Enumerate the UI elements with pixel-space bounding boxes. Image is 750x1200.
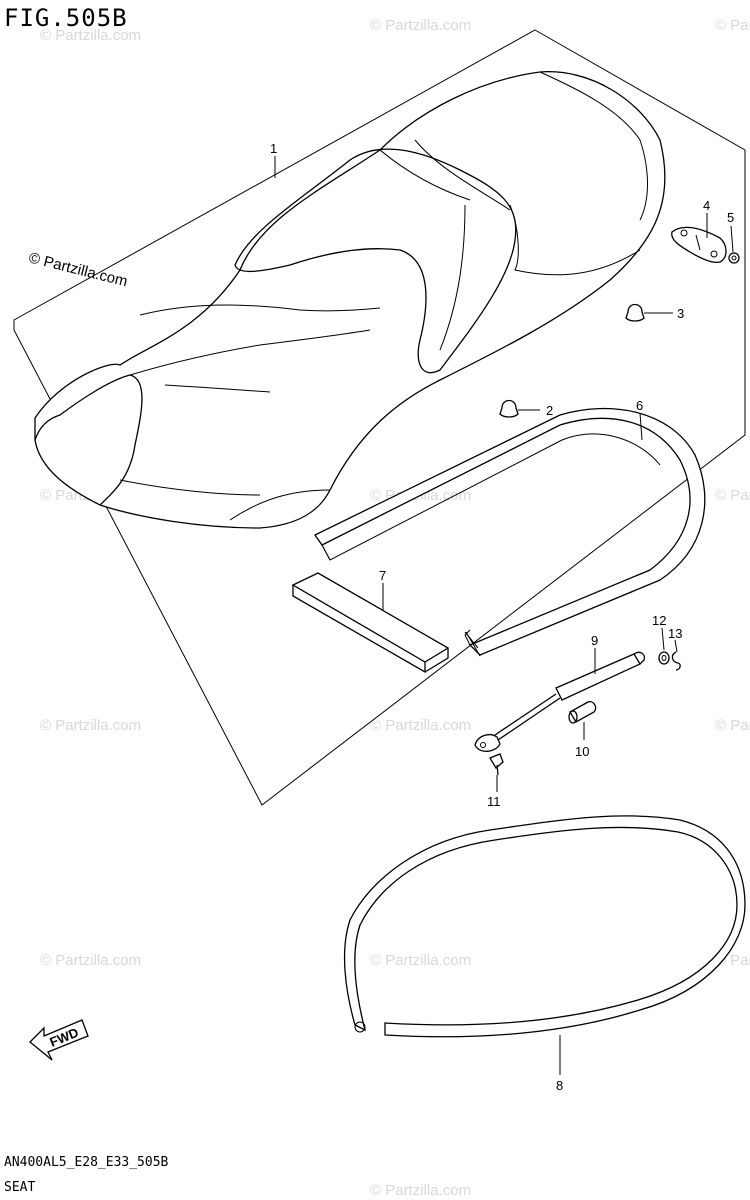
callout-12: 12 xyxy=(652,613,666,628)
callout-9: 9 xyxy=(591,633,598,648)
leader-lines xyxy=(274,156,734,1075)
callout-3: 3 xyxy=(677,306,684,321)
callout-5: 5 xyxy=(727,210,734,225)
nut-part-5 xyxy=(728,252,740,264)
watermark: © Partzilla.com xyxy=(40,27,141,44)
watermark: © Partzilla.com xyxy=(715,717,750,734)
frame-part-6 xyxy=(314,407,706,657)
callout-6: 6 xyxy=(636,398,643,413)
callout-10: 10 xyxy=(575,744,589,759)
callout-2: 2 xyxy=(546,403,553,418)
fwd-direction-arrow: FWD xyxy=(29,1019,89,1061)
watermark: © Partzilla.com xyxy=(715,17,750,34)
bracket-part-4 xyxy=(671,226,727,264)
section-title: SEAT xyxy=(4,1180,36,1195)
watermark: © Partzilla.com xyxy=(370,17,471,34)
watermark: © Partzilla.com xyxy=(370,1182,471,1199)
watermark: © Partzilla.com xyxy=(370,717,471,734)
nut-part-2 xyxy=(499,399,519,418)
callout-11: 11 xyxy=(487,794,501,809)
callout-7: 7 xyxy=(379,568,386,583)
nut-part-3 xyxy=(625,303,645,322)
figure-code: AN400AL5_E28_E33_505B xyxy=(4,1155,169,1170)
watermark: © Partzilla.com xyxy=(715,487,750,504)
callout-8: 8 xyxy=(556,1078,563,1093)
assembly-frame xyxy=(13,29,746,806)
figure-title: FIG.505B xyxy=(4,4,128,32)
watermark: © Partzilla.com xyxy=(40,952,141,969)
callout-labels: 1 2 3 4 5 6 7 8 9 10 11 12 13 xyxy=(270,141,734,1093)
pad-part-7 xyxy=(291,572,450,674)
callout-4: 4 xyxy=(703,198,710,213)
callout-1: 1 xyxy=(270,141,277,156)
seal-part-8 xyxy=(343,815,746,1038)
clip-part-13 xyxy=(671,651,681,671)
damper-part-9 xyxy=(474,651,646,752)
seat-part-1 xyxy=(34,71,666,529)
watermark: © Partzilla.com xyxy=(40,717,141,734)
watermark: © Partzilla.com xyxy=(370,952,471,969)
washer-part-12 xyxy=(658,651,670,665)
cap-part-10 xyxy=(568,701,597,724)
bolt-part-11 xyxy=(489,753,504,776)
callout-13: 13 xyxy=(668,626,682,641)
